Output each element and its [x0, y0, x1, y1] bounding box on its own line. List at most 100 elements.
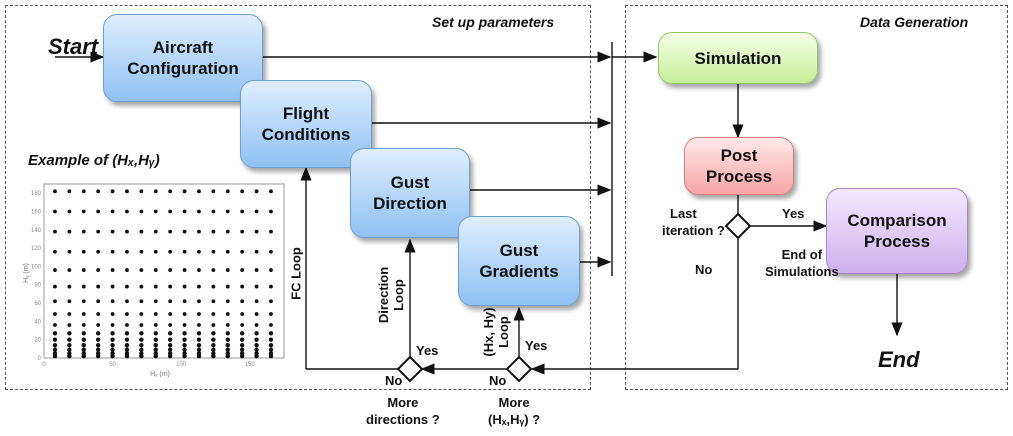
example-point-145 — [67, 284, 72, 289]
example-point-92 — [225, 331, 230, 336]
example-point-82 — [81, 331, 86, 336]
example-point-135 — [153, 299, 158, 304]
example-point-174 — [254, 268, 259, 272]
example-point-221 — [240, 209, 245, 214]
example-point-195 — [96, 229, 101, 234]
example-ytick-2: 140 — [31, 228, 42, 234]
example-point-109 — [240, 323, 245, 327]
example-point-153 — [182, 284, 187, 289]
example-point-180 — [110, 249, 115, 254]
example-point-28 — [225, 351, 230, 356]
example-point-34 — [81, 347, 86, 352]
example-point-205 — [240, 229, 245, 234]
example-point-222 — [254, 209, 259, 214]
example-point-97 — [67, 323, 72, 327]
example-point-35 — [95, 347, 101, 352]
example-point-24 — [167, 351, 173, 356]
example-point-232 — [168, 189, 173, 194]
example-point-179 — [96, 249, 101, 254]
example-point-236 — [225, 189, 230, 194]
example-point-165 — [125, 268, 129, 272]
example-point-151 — [153, 284, 158, 289]
example-point-184 — [168, 249, 173, 254]
example-point-140 — [225, 299, 230, 304]
example-point-228 — [110, 189, 115, 194]
example-point-32 — [52, 347, 58, 352]
example-point-88 — [167, 331, 173, 336]
example-point-156 — [225, 284, 230, 289]
example-point-224 — [53, 189, 57, 194]
example-point-43 — [211, 347, 216, 352]
example-point-197 — [125, 229, 129, 234]
example-point-210 — [81, 209, 86, 214]
example-point-100 — [110, 323, 115, 327]
example-point-189 — [240, 249, 245, 254]
example-point-84 — [110, 331, 115, 336]
example-point-215 — [153, 209, 158, 214]
example-point-37 — [124, 347, 130, 352]
example-point-107 — [211, 323, 216, 327]
example-point-166 — [139, 268, 144, 272]
example-point-99 — [96, 323, 101, 327]
example-point-89 — [182, 331, 187, 336]
example-y-axis-label: Hᵧ (m) — [23, 263, 30, 283]
example-point-39 — [153, 347, 158, 352]
example-point-66 — [81, 337, 86, 342]
example-point-170 — [197, 268, 201, 272]
direction-loop-label: Direction Loop — [376, 266, 406, 324]
example-point-123 — [211, 312, 216, 316]
example-point-86 — [139, 331, 144, 336]
example-point-231 — [153, 189, 158, 194]
example-point-141 — [240, 299, 245, 304]
example-title: Example of (Hₓ,Hᵧ) — [28, 152, 160, 169]
example-point-182 — [139, 249, 144, 254]
setup-parameters-region — [5, 5, 591, 390]
example-point-227 — [96, 189, 101, 194]
example-point-218 — [197, 209, 201, 214]
example-point-41 — [182, 347, 187, 352]
example-point-29 — [239, 351, 245, 356]
example-point-33 — [67, 347, 72, 352]
example-point-185 — [182, 249, 187, 254]
example-point-178 — [81, 249, 86, 254]
example-point-50 — [81, 342, 86, 348]
example-ytick-1: 160 — [31, 209, 42, 215]
example-point-87 — [153, 331, 158, 336]
example-point-211 — [96, 209, 101, 214]
more-hxhy-decision — [505, 355, 533, 383]
example-point-229 — [125, 189, 129, 194]
example-point-102 — [139, 323, 144, 327]
example-point-169 — [182, 268, 187, 272]
example-point-81 — [67, 331, 72, 336]
example-point-30 — [254, 351, 259, 356]
no-label-direction: No — [385, 373, 403, 388]
example-point-91 — [211, 331, 216, 336]
example-point-78 — [254, 337, 259, 342]
example-point-31 — [268, 351, 274, 356]
example-point-115 — [96, 312, 101, 316]
example-point-138 — [197, 299, 201, 304]
example-point-187 — [211, 249, 216, 254]
example-point-225 — [67, 189, 72, 194]
example-point-204 — [225, 229, 230, 234]
example-point-75 — [211, 337, 216, 342]
example-point-219 — [211, 209, 216, 214]
yes-label-direction: Yes — [416, 343, 439, 358]
example-point-72 — [167, 337, 173, 342]
example-point-130 — [81, 299, 86, 304]
example-point-93 — [239, 331, 245, 336]
simulation-box: Simulation — [658, 32, 818, 84]
example-point-16 — [52, 351, 58, 356]
example-point-152 — [168, 284, 173, 289]
example-point-223 — [269, 209, 273, 214]
example-point-208 — [53, 209, 57, 214]
example-ytick-6: 60 — [34, 301, 41, 307]
end-label: End — [878, 347, 920, 372]
example-point-237 — [240, 189, 245, 194]
example-point-103 — [153, 323, 158, 327]
example-xtick-0: 0 — [42, 362, 46, 368]
example-point-27 — [211, 351, 216, 356]
example-point-196 — [110, 229, 115, 234]
example-point-63 — [268, 342, 274, 348]
